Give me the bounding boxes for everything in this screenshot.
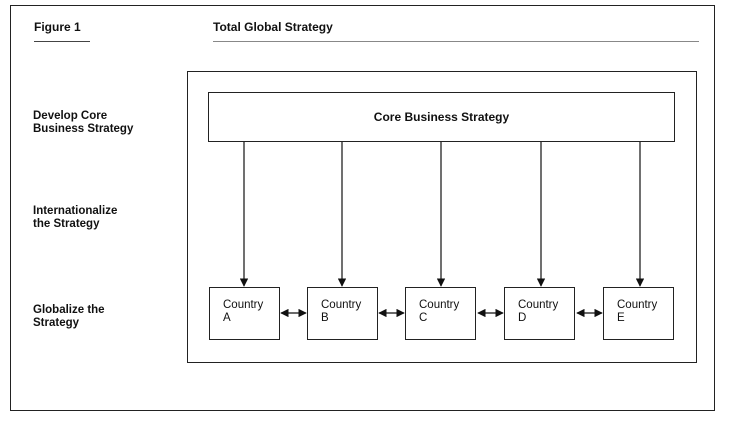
step-internationalize-line2: the Strategy <box>33 218 100 230</box>
country-a-line1: Country <box>223 299 264 311</box>
country-c-line2: C <box>419 312 428 324</box>
figure-title: Total Global Strategy <box>213 20 333 34</box>
country-a-line2: A <box>223 312 231 324</box>
country-c-line1: Country <box>419 299 460 311</box>
country-b-line1: Country <box>321 299 362 311</box>
country-a-box: Country A <box>209 287 280 340</box>
strategy-container <box>187 71 697 363</box>
country-e-line1: Country <box>617 299 658 311</box>
step-globalize-line1: Globalize the <box>33 304 105 316</box>
step-internationalize-line1: Internationalize <box>33 205 118 217</box>
step-develop-core-line2: Business Strategy <box>33 123 134 135</box>
country-d-box: Country D <box>504 287 575 340</box>
country-d-line2: D <box>518 312 527 324</box>
step-develop-core: Develop Core Business Strategy <box>33 110 173 136</box>
figure-frame <box>10 5 715 411</box>
step-globalize-line2: Strategy <box>33 317 80 329</box>
country-d-line1: Country <box>518 299 559 311</box>
step-globalize: Globalize the Strategy <box>33 304 173 330</box>
core-business-strategy-box: Core Business Strategy <box>208 92 675 142</box>
country-e-box: Country E <box>603 287 674 340</box>
step-internationalize: Internationalize the Strategy <box>33 205 173 231</box>
country-b-line2: B <box>321 312 329 324</box>
country-c-box: Country C <box>405 287 476 340</box>
step-develop-core-line1: Develop Core <box>33 110 108 122</box>
country-e-line2: E <box>617 312 625 324</box>
figure-label-rule <box>34 41 90 42</box>
figure-title-rule <box>213 41 699 42</box>
country-b-box: Country B <box>307 287 378 340</box>
figure-label: Figure 1 <box>34 20 81 34</box>
